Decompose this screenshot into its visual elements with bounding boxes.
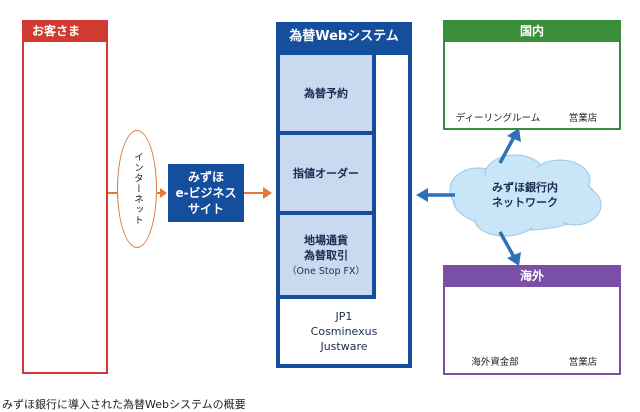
function-local-currency-fx: 地場通貨 為替取引 （One Stop FX） xyxy=(280,215,372,295)
network-label: みずほ銀行内 ネットワーク xyxy=(492,181,558,209)
platform-label: JP1 Cosminexus Justware xyxy=(310,310,378,353)
domestic-dealing-label: ディーリングルーム xyxy=(455,113,541,124)
network-arrows xyxy=(416,128,521,266)
customer-panel xyxy=(22,20,108,374)
domestic-branch-label: 営業店 xyxy=(568,113,598,124)
function-forex-reservation: 為替予約 xyxy=(280,55,372,131)
internet-label: インターネット xyxy=(132,152,143,226)
figure-caption: みずほ銀行に導入された為替Webシステムの概要 xyxy=(2,398,246,411)
domestic-title: 国内 xyxy=(443,20,621,42)
function-label: 指値オーダー xyxy=(293,167,359,180)
overseas-title: 海外 xyxy=(443,265,621,287)
web-system-title: 為替Webシステム xyxy=(289,29,399,44)
internet-oval xyxy=(117,130,157,248)
overseas-branch-label: 営業店 xyxy=(568,357,598,368)
function-label: 為替予約 xyxy=(304,87,348,100)
function-label: 地場通貨 為替取引 xyxy=(304,234,348,262)
customer-title: お客さま xyxy=(22,20,108,42)
function-sublabel: （One Stop FX） xyxy=(287,266,365,277)
ebusiness-site-box: みずほ e-ビジネス サイト xyxy=(168,164,244,222)
function-limit-order: 指値オーダー xyxy=(280,135,372,211)
overseas-fund-label: 海外資金部 xyxy=(471,357,519,368)
